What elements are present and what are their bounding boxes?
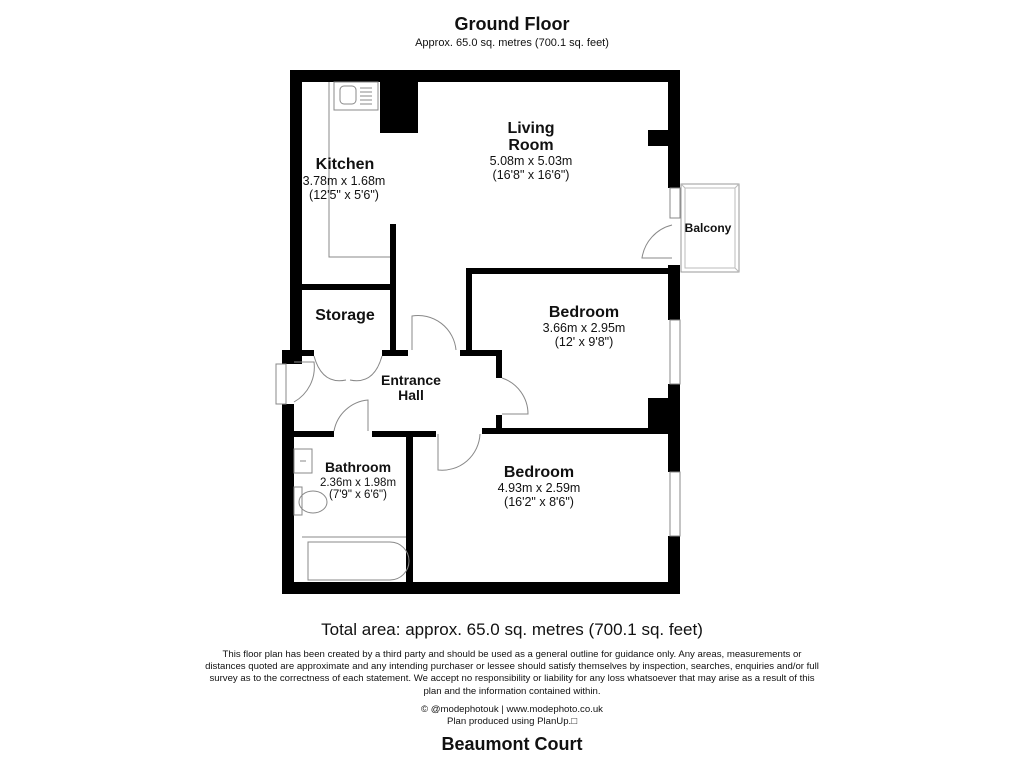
bedroom2-metric: 4.93m x 2.59m [498, 481, 581, 495]
kitchen-name: Kitchen [316, 156, 375, 173]
disclaimer-line: survey as to the correctness of each sta… [209, 673, 815, 685]
bedroom1-metric: 3.66m x 2.95m [543, 321, 626, 335]
windows [275, 187, 681, 537]
bedroom1-imperial: (12' x 9'8") [555, 335, 614, 349]
credit-line-2: Plan produced using PlanUp.□ [446, 715, 578, 727]
disclaimer: This floor plan has been created by a th… [182, 649, 842, 698]
walls [282, 70, 680, 594]
bathroom-name: Bathroom [325, 459, 391, 475]
doors [293, 224, 673, 471]
credit-line-1: © @modephotouk | www.modephoto.co.uk [421, 704, 603, 715]
disclaimer-line: This floor plan has been created by a th… [222, 649, 802, 660]
bedroom2-name: Bedroom [504, 464, 574, 481]
disclaimer-line: distances quoted are approximate and any… [205, 661, 819, 673]
bedroom2-imperial: (16'2" x 8'6") [504, 495, 574, 509]
room-kitchen: Kitchen 3.78m x 1.68m (12'5" x 5'6") [303, 156, 386, 202]
credit: © @modephotouk | www.modephoto.co.uk Pla… [0, 704, 1024, 727]
bathroom-imperial: (7'9" x 6'6") [329, 489, 387, 501]
hall-name-line1: Entrance [381, 372, 441, 388]
room-bedroom-1: Bedroom 3.66m x 2.95m (12' x 9'8") [543, 304, 626, 349]
room-bedroom-2: Bedroom 4.93m x 2.59m (16'2" x 8'6") [498, 464, 581, 509]
room-living: Living Room 5.08m x 5.03m (16'8" x 16'6"… [490, 120, 573, 182]
bathroom-fixtures [293, 448, 410, 581]
balcony-label: Balcony [685, 221, 732, 235]
bedroom1-name: Bedroom [549, 304, 619, 321]
room-bathroom: Bathroom 2.36m x 1.98m (7'9" x 6'6") [320, 459, 396, 501]
balcony [680, 183, 740, 273]
bathroom-metric: 2.36m x 1.98m [320, 477, 396, 489]
living-metric: 5.08m x 5.03m [490, 154, 573, 168]
disclaimer-line: plan and the information contained withi… [423, 685, 601, 697]
room-entrance-hall: Entrance Hall [381, 372, 441, 403]
total-area: Total area: approx. 65.0 sq. metres (700… [321, 620, 703, 639]
storage-label: Storage [315, 307, 375, 324]
kitchen-counter [328, 81, 390, 258]
floor-area-subtitle: Approx. 65.0 sq. metres (700.1 sq. feet) [415, 37, 609, 49]
kitchen-metric: 3.78m x 1.68m [303, 174, 386, 188]
property-name: Beaumont Court [441, 734, 583, 754]
living-name-line2: Room [508, 137, 553, 154]
kitchen-imperial: (12'5" x 5'6") [309, 188, 379, 202]
living-imperial: (16'8" x 16'6") [493, 168, 570, 182]
floor-title: Ground Floor [454, 14, 570, 34]
living-name-line1: Living [507, 120, 554, 137]
hall-name-line2: Hall [398, 387, 424, 403]
